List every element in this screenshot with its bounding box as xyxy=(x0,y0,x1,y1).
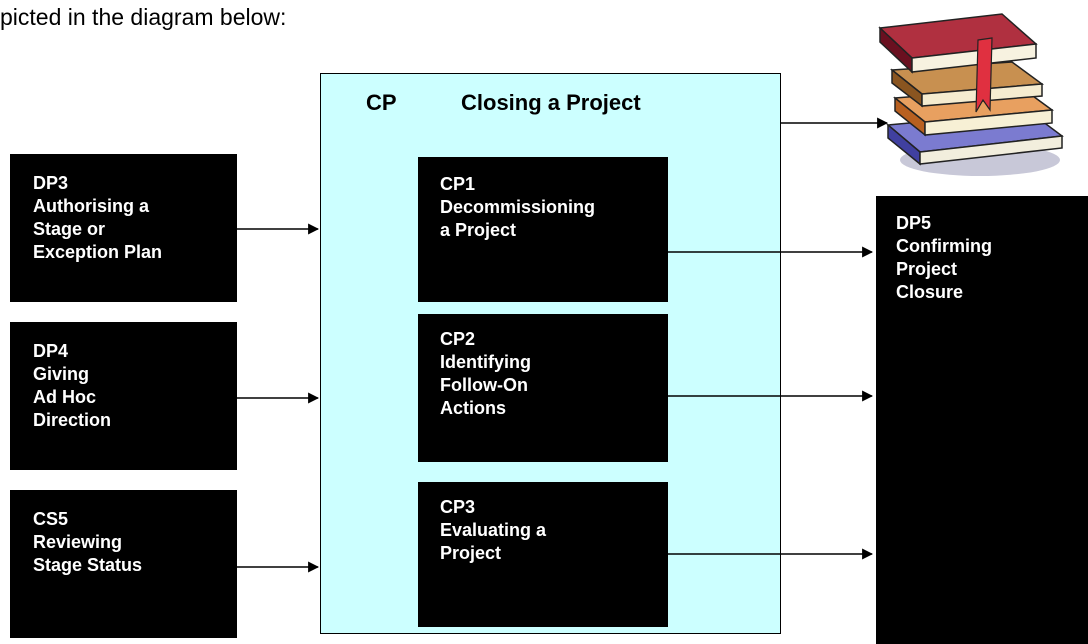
process-title: Closing a Project xyxy=(461,90,641,115)
box-line: Closure xyxy=(896,282,964,302)
box-line: Giving xyxy=(33,364,90,384)
input-box-dp4: DP4 Giving Ad Hoc Direction xyxy=(10,322,237,470)
box-line: Reviewing xyxy=(33,532,123,552)
stack-of-books-icon xyxy=(878,13,1064,176)
output-box-dp5: DP5 Confirming Project Closure xyxy=(876,196,1088,644)
subprocess-box-cp3: CP3 Evaluating a Project xyxy=(418,482,668,627)
box-line: DP5 xyxy=(896,213,932,233)
box-line: CP2 xyxy=(440,329,476,349)
box-line: CP1 xyxy=(440,174,476,194)
subprocess-box-cp1: CP1 Decommissioning a Project xyxy=(418,157,668,302)
box-line: Decommissioning xyxy=(440,197,596,217)
box-line: Stage Status xyxy=(33,555,143,575)
box-line: Direction xyxy=(33,410,112,430)
box-line: CS5 xyxy=(33,509,69,529)
process-code: CP xyxy=(366,90,397,115)
input-box-cs5: CS5 Reviewing Stage Status xyxy=(10,490,237,638)
box-line: Actions xyxy=(440,398,507,418)
box-line: Confirming xyxy=(896,236,992,256)
box-line: DP4 xyxy=(33,341,69,361)
intro-text: picted in the diagram below: xyxy=(0,4,287,30)
box-line: Project xyxy=(440,543,502,563)
box-line: Authorising a xyxy=(33,196,149,216)
box-line: Project xyxy=(896,259,958,279)
subprocess-box-cp2: CP2 Identifying Follow-On Actions xyxy=(418,314,668,462)
box-line: CP3 xyxy=(440,497,476,517)
box-line: Identifying xyxy=(440,352,531,372)
box-line: Stage or xyxy=(33,219,106,239)
box-line: DP3 xyxy=(33,173,69,193)
box-line: a Project xyxy=(440,220,517,240)
box-line: Follow-On xyxy=(440,375,528,395)
box-line: Evaluating a xyxy=(440,520,547,540)
box-line: Exception Plan xyxy=(33,242,163,262)
box-line: Ad Hoc xyxy=(33,387,96,407)
input-box-dp3: DP3 Authorising a Stage or Exception Pla… xyxy=(10,154,237,302)
